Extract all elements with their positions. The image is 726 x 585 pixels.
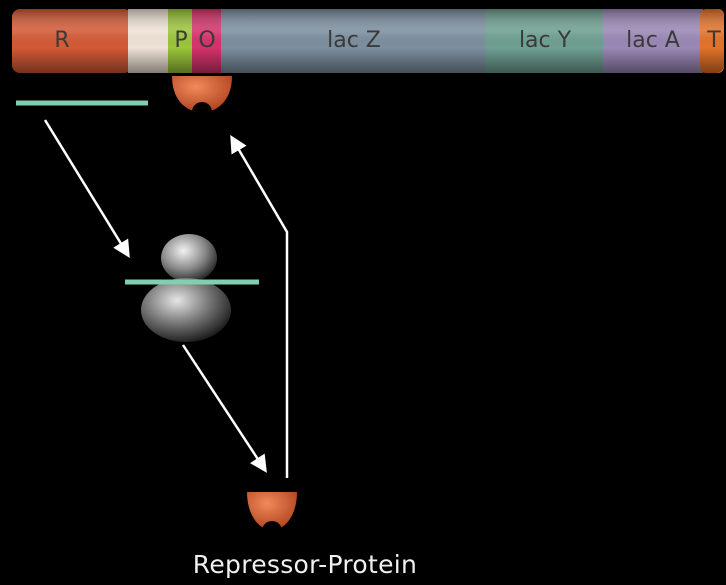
arrow-translation [43,119,130,258]
segment-p-label: P [174,28,187,53]
repressor-protein-caption: Repressor-Protein [192,550,418,579]
segment-laca-label: lac A [626,28,680,53]
tube-shading [12,9,724,73]
segment-lacy-label: lac Y [519,28,572,53]
repressor-bound-operator [172,76,232,112]
ribosome-small-subunit [161,234,217,282]
operon-bar: R P O lac Z lac Y lac A T [12,9,724,73]
segment-lacz-label: lac Z [327,28,381,53]
ribosome-large-subunit [141,278,231,342]
segment-o-label: O [198,28,215,53]
repressor-bound-notch [192,102,212,114]
repressor-protein-notch [262,521,282,531]
segment-t-label: T [706,28,721,53]
arrow-to-repressor [181,344,267,473]
arrow-to-operator [230,134,289,478]
segment-r-label: R [54,28,69,53]
repressor-protein-icon [247,492,297,530]
